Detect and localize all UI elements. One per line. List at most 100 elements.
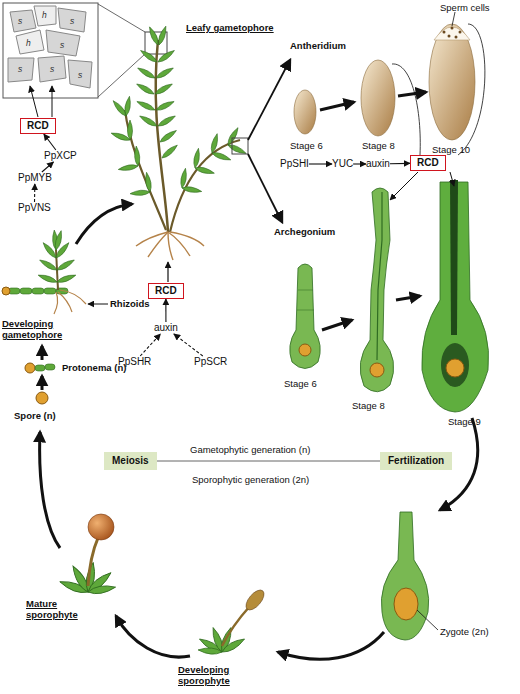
cycle-arrow	[41, 346, 44, 360]
phase-box: Meiosis	[104, 452, 157, 470]
leaf	[198, 647, 222, 655]
node-text: Meiosis	[112, 455, 149, 467]
rhizoid	[60, 290, 86, 304]
node-text: auxin	[154, 322, 178, 334]
node-text: PpSCR	[194, 356, 227, 368]
gene-name: PpSCR	[194, 356, 227, 368]
pathway-arrow	[44, 134, 56, 150]
leaf-cell	[68, 60, 92, 88]
archegonium-drawing	[290, 172, 489, 510]
leaf	[220, 636, 246, 655]
part-label: Zygote (2n)	[440, 626, 489, 637]
stage-title: Leafy gametophore	[186, 22, 296, 33]
antheridium-stage-10	[429, 24, 475, 140]
organ-label: Antheridium	[290, 40, 346, 51]
leader-line	[458, 24, 485, 155]
stage-arrow	[398, 92, 426, 96]
neck-canal	[377, 192, 382, 360]
zoom-line	[98, 4, 145, 32]
cell-letter: h	[26, 38, 31, 49]
cell-letter: s	[78, 70, 82, 81]
spore	[36, 392, 48, 404]
gene-name: YUC	[332, 158, 353, 170]
protonema-cell	[35, 365, 45, 371]
venter	[441, 343, 469, 387]
gene-name: PpMYB	[18, 172, 52, 184]
leaf	[144, 172, 152, 193]
sperm-cell	[459, 31, 462, 34]
pathway-arrow	[309, 163, 332, 164]
leaf	[118, 164, 139, 172]
sporophyte-drawing	[40, 432, 438, 659]
node-text: YUC	[332, 158, 353, 170]
stage-label: Stage 6	[284, 378, 317, 389]
cycle-arrow	[76, 204, 132, 244]
leaf	[135, 82, 155, 96]
leader-arrow	[390, 172, 418, 200]
leaf	[154, 82, 174, 96]
protonema-cell	[44, 288, 56, 294]
node-text: RCD	[155, 285, 177, 297]
protonema-cell	[20, 288, 32, 294]
stem	[125, 110, 166, 230]
stage-label: Stage 8	[362, 140, 395, 151]
pathway-arrow	[34, 184, 35, 202]
node-text: PpXCP	[44, 150, 77, 162]
sperm-cell	[455, 36, 458, 39]
rhizoid	[170, 232, 204, 246]
leaf	[37, 273, 58, 285]
leaf-cell	[16, 30, 44, 54]
cap-cell	[434, 27, 470, 40]
leaf	[130, 190, 150, 197]
stage-arrow	[396, 296, 420, 300]
cell-letter: s	[18, 16, 22, 27]
leader-line	[417, 610, 438, 630]
rhizoid	[148, 232, 168, 257]
rhizoid	[54, 292, 58, 314]
leader-arrow	[30, 86, 38, 117]
antheridium-stage-6	[294, 90, 316, 134]
flow-arrow	[248, 154, 282, 222]
cell-letter: h	[42, 10, 47, 21]
node-text: RCD	[417, 157, 439, 169]
cycle-arrow	[40, 432, 60, 548]
sperm-cell	[448, 35, 451, 38]
leaf-cell	[8, 58, 34, 82]
hormone-name: auxin	[154, 322, 178, 334]
pathway-arrow	[140, 334, 160, 356]
cell-wall	[297, 310, 314, 311]
cell-letter: s	[50, 64, 54, 75]
cell-wall	[298, 290, 313, 291]
zygote-cell	[394, 588, 418, 620]
egg-cell	[446, 359, 464, 377]
stage-label: Stage 10	[432, 144, 470, 155]
open-canal	[450, 180, 458, 335]
leaf	[54, 230, 64, 251]
leaf	[157, 48, 176, 64]
cell-letter: s	[60, 40, 64, 51]
generation-line	[157, 461, 380, 462]
zoom-line	[98, 54, 145, 97]
process-box: RCD	[410, 155, 446, 171]
pathway-arrow	[353, 163, 366, 164]
zoom-box	[232, 138, 248, 154]
leaf-cell	[10, 10, 36, 32]
leaf	[180, 168, 188, 189]
leaf	[128, 120, 133, 140]
leaf	[194, 166, 215, 176]
cell-letter: s	[70, 16, 74, 27]
leaf	[226, 126, 240, 146]
stage-title: Developing gametophore	[2, 318, 80, 340]
gene-name: PpSHI	[280, 158, 309, 170]
leaf	[87, 584, 116, 596]
capsule	[88, 514, 114, 540]
antheridium-drawing	[294, 12, 485, 155]
leaf	[136, 99, 156, 112]
inset-frame	[3, 3, 98, 98]
leaf	[56, 258, 76, 272]
seta	[222, 606, 250, 646]
stem	[170, 140, 240, 232]
